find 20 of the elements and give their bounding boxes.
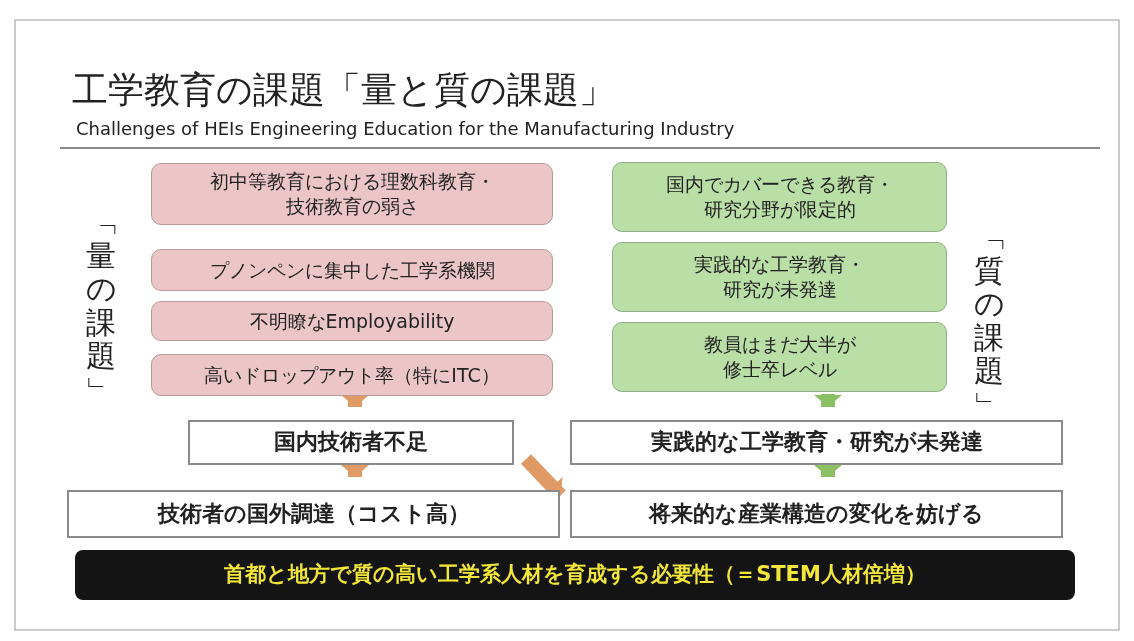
problem-box: 不明瞭なEmployability [151, 301, 553, 341]
problem-box: 実践的な工学教育・研究が未発達 [612, 242, 947, 312]
problem-box: 初中等教育における理数科教育・技術教育の弱さ [151, 163, 553, 225]
problem-box: 高いドロップアウト率（特にITC） [151, 354, 553, 396]
side-heading: 「質の課題」 [972, 220, 1006, 422]
side-heading: 「量の課題」 [84, 205, 118, 407]
arrow [341, 465, 369, 477]
arrow [814, 465, 842, 477]
subtitle: Challenges of HEIs Engineering Education for the Manufacturing Industry [76, 118, 735, 139]
arrow [341, 395, 369, 407]
problem-box: プノンペンに集中した工学系機関 [151, 249, 553, 291]
problem-box: 教員はまだ大半が修士卒レベル [612, 322, 947, 392]
result-box: 将来的な産業構造の変化を妨げる [570, 490, 1063, 538]
arrow [814, 394, 842, 407]
result-box: 技術者の国外調達（コスト高） [67, 490, 560, 538]
title: 工学教育の課題「量と質の課題」 [72, 68, 615, 112]
result-box: 国内技術者不足 [188, 420, 514, 465]
result-box: 実践的な工学教育・研究が未発達 [570, 420, 1063, 465]
conclusion-banner: 首都と地方で質の高い工学系人材を育成する必要性（＝STEM人材倍増） [75, 550, 1075, 600]
problem-box: 国内でカバーできる教育・研究分野が限定的 [612, 162, 947, 232]
